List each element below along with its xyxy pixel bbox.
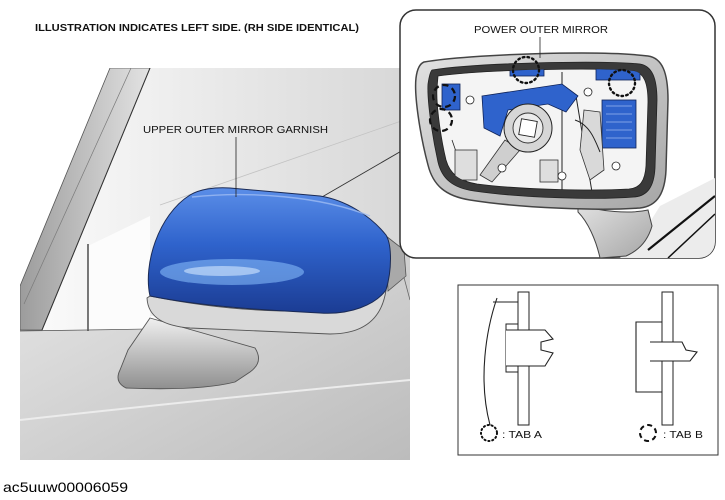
wire-harness bbox=[574, 119, 601, 153]
right-blue-block bbox=[601, 99, 637, 149]
tab-b-clip bbox=[650, 341, 698, 362]
tab-a-cross-section bbox=[483, 291, 555, 426]
screw bbox=[611, 161, 621, 171]
garnish-top-rim bbox=[191, 193, 371, 217]
mirror-lower-housing bbox=[146, 289, 387, 335]
actuator-center bbox=[518, 118, 538, 138]
outer-mirror bbox=[117, 187, 407, 390]
tab-b-cross-section bbox=[635, 291, 698, 426]
tab-a-marker bbox=[511, 55, 541, 85]
left-blue-clip bbox=[441, 83, 461, 111]
garnish-section bbox=[483, 297, 498, 426]
lower-block bbox=[539, 159, 559, 183]
legend-tab-a-icon bbox=[480, 424, 498, 442]
mirror-base bbox=[117, 317, 259, 390]
detail-callout-line bbox=[321, 145, 410, 198]
inset-door-edge bbox=[647, 195, 715, 251]
legend-tab-b-icon bbox=[639, 424, 657, 442]
power-outer-mirror-label: POWER OUTER MIRROR bbox=[474, 25, 608, 36]
tab-a-marker bbox=[607, 68, 637, 98]
inset-door-edge-inner bbox=[667, 213, 715, 258]
screw bbox=[557, 171, 567, 181]
detail-inset bbox=[399, 9, 716, 259]
a-pillar-edge bbox=[41, 68, 151, 331]
right-blue-block-hatch bbox=[606, 105, 632, 139]
blue-bracket bbox=[481, 83, 579, 137]
lower-block bbox=[454, 149, 478, 181]
screw bbox=[583, 87, 593, 97]
a-pillar-inner-line bbox=[23, 68, 132, 305]
vehicle-door-scene bbox=[20, 68, 410, 460]
inset-mirror-base bbox=[577, 203, 653, 258]
tab-a-clip bbox=[506, 329, 555, 367]
door-panel-highlight bbox=[20, 379, 410, 421]
garnish-label: UPPER OUTER MIRROR GARNISH bbox=[143, 125, 328, 136]
tab-b-marker bbox=[431, 83, 457, 109]
garnish-section bbox=[635, 321, 662, 393]
screw bbox=[465, 95, 475, 105]
top-blue-clip bbox=[509, 69, 545, 77]
mirror-mechanism bbox=[441, 69, 641, 190]
power-outer-mirror-detail bbox=[414, 52, 715, 258]
tab-legend-box: : TAB A : TAB B bbox=[457, 284, 719, 456]
illustration-note: ILLUSTRATION INDICATES LEFT SIDE. (RH SI… bbox=[35, 23, 359, 34]
garnish-reflection-core bbox=[184, 266, 260, 276]
legend-tab-b-label: : TAB B bbox=[663, 430, 703, 441]
legend-tab-a-label: : TAB A bbox=[502, 430, 542, 441]
a-pillar bbox=[20, 68, 151, 331]
legend-frame bbox=[457, 284, 719, 456]
screw bbox=[497, 163, 507, 173]
door-belt-line bbox=[20, 328, 151, 332]
window-glass bbox=[88, 216, 150, 330]
tab-b-marker bbox=[428, 107, 454, 133]
illustration-code: ac5uuw00006059 bbox=[3, 479, 128, 495]
